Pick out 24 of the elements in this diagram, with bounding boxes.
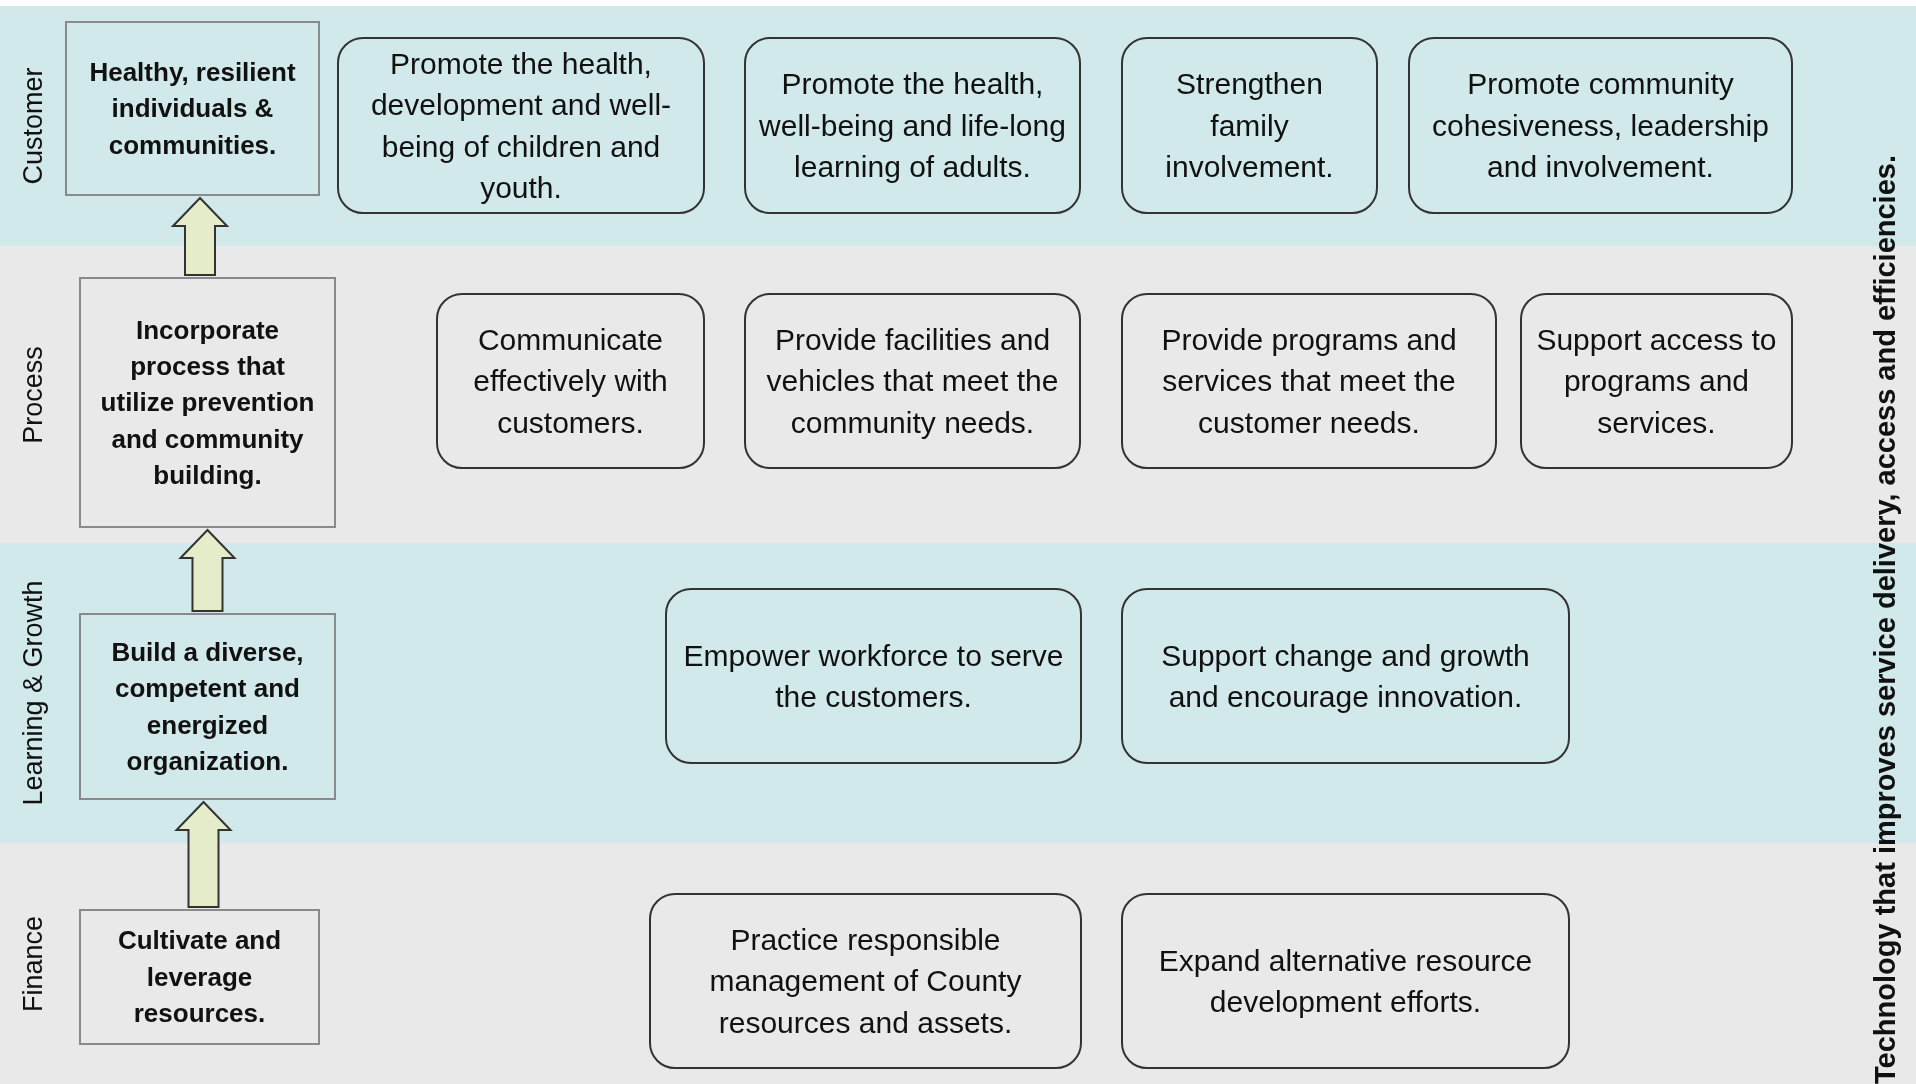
objective-box: Communicate effectively with customers. — [436, 293, 705, 469]
objective-box: Promote the health, development and well-being of children and youth. — [337, 37, 705, 214]
block-arrow — [178, 528, 237, 612]
objective-box: Support access to programs and services. — [1520, 293, 1793, 469]
objective-box: Practice responsible management of County resources and assets. — [649, 893, 1082, 1069]
side-note: Technology that improves service delivery, access and efficiencies. — [1869, 155, 1902, 1084]
objective-box: Provide programs and services that meet the customer needs. — [1121, 293, 1497, 469]
band-label: Finance — [18, 915, 49, 1012]
objective-box: Support change and growth and encourage innovation. — [1121, 588, 1570, 764]
goal-box: Build a diverse, competent and energized organization. — [79, 613, 336, 800]
goal-box: Healthy, resilient individuals & communities. — [65, 21, 320, 196]
goal-box: Cultivate and leverage resources. — [79, 909, 320, 1045]
objective-box: Empower workforce to serve the customers. — [665, 588, 1082, 764]
block-arrow — [174, 800, 233, 908]
objective-box: Strengthen family involvement. — [1121, 37, 1378, 214]
block-arrow — [170, 196, 230, 276]
objective-box: Provide facilities and vehicles that meet the community needs. — [744, 293, 1081, 469]
band-label: Process — [18, 345, 49, 444]
goal-box: Incorporate process that utilize prevention and community building. — [79, 277, 336, 528]
objective-box: Promote the health, well-being and life-long learning of adults. — [744, 37, 1081, 214]
objective-box: Promote community cohesiveness, leadership and involvement. — [1408, 37, 1793, 214]
band-label: Learning & Growth — [18, 580, 49, 806]
objective-box: Expand alternative resource development efforts. — [1121, 893, 1570, 1069]
band-label: Customer — [18, 67, 49, 185]
